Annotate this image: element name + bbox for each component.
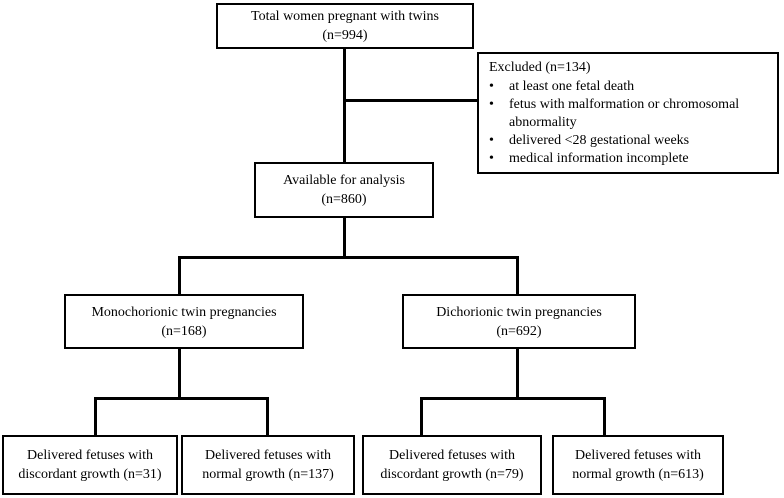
- excluded-box: Excluded (n=134) •at least one fetal dea…: [477, 52, 779, 174]
- excluded-item: •delivered <28 gestational weeks: [489, 133, 690, 148]
- monochorionic-label: Monochorionic twin pregnancies: [91, 304, 277, 320]
- available-box: Available for analysis (n=860): [254, 162, 434, 218]
- dichorionic-box: Dichorionic twin pregnancies (n=692): [402, 294, 636, 349]
- dichorionic-count: (n=692): [496, 323, 542, 339]
- connector-mono-split: [94, 397, 269, 400]
- connector-di-down: [516, 347, 519, 399]
- connector-to-di: [516, 256, 519, 296]
- monochorionic-box: Monochorionic twin pregnancies (n=168): [64, 294, 304, 349]
- connector-to-outcome-1: [94, 397, 97, 437]
- excluded-list: •at least one fetal death •fetus with ma…: [489, 78, 769, 168]
- connector-split-horizontal: [178, 256, 519, 259]
- connector-total-to-available: [343, 47, 346, 164]
- connector-available-down: [343, 216, 346, 258]
- excluded-title: Excluded (n=134): [489, 60, 591, 75]
- connector-to-excluded: [345, 99, 478, 102]
- total-box: Total women pregnant with twins (n=994): [216, 3, 474, 49]
- total-label: Total women pregnant with twins: [251, 9, 439, 24]
- connector-to-outcome-4: [603, 397, 606, 437]
- excluded-item: •fetus with malformation or chromosomal …: [489, 97, 740, 130]
- total-count: (n=994): [322, 28, 368, 43]
- outcome-box-mono-normal: Delivered fetuses with normal growth (n=…: [181, 435, 355, 495]
- connector-di-split: [420, 397, 606, 400]
- bullet-icon: •: [489, 79, 494, 94]
- outcome-box-mono-discordant: Delivered fetuses with discordant growth…: [2, 435, 178, 495]
- outcome-box-di-discordant: Delivered fetuses with discordant growth…: [362, 435, 542, 495]
- dichorionic-label: Dichorionic twin pregnancies: [436, 304, 602, 320]
- bullet-icon: •: [489, 97, 494, 112]
- excluded-item: •at least one fetal death: [489, 79, 635, 94]
- connector-to-mono: [178, 256, 181, 296]
- excluded-item: •medical information incomplete: [489, 151, 689, 166]
- connector-to-outcome-3: [420, 397, 423, 437]
- bullet-icon: •: [489, 133, 494, 148]
- connector-mono-down: [178, 347, 181, 399]
- available-label: Available for analysis: [283, 173, 405, 188]
- bullet-icon: •: [489, 151, 494, 166]
- connector-to-outcome-2: [266, 397, 269, 437]
- outcome-box-di-normal: Delivered fetuses with normal growth (n=…: [552, 435, 724, 495]
- monochorionic-count: (n=168): [161, 323, 207, 339]
- available-count: (n=860): [321, 192, 367, 207]
